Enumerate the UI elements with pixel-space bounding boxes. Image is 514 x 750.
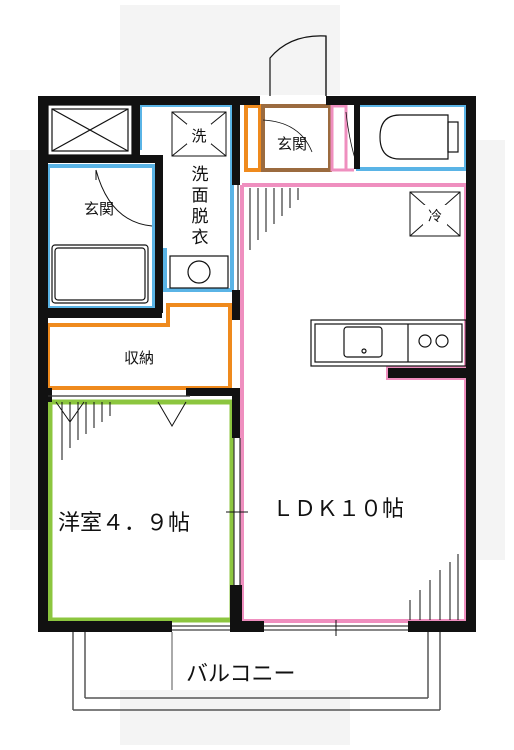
background-shading bbox=[10, 5, 505, 745]
outer-walls bbox=[38, 96, 476, 632]
bath-door-arc bbox=[95, 169, 153, 227]
corridor-zone-1 bbox=[330, 104, 348, 172]
ldk-door-marks bbox=[249, 188, 299, 250]
western-room-zone bbox=[47, 399, 235, 623]
fridge-label: 冷 bbox=[428, 209, 442, 225]
toilet bbox=[379, 114, 459, 160]
entrance-door-arc bbox=[269, 35, 327, 96]
bathroom-zone bbox=[46, 164, 156, 310]
washer-label: 洗 bbox=[191, 127, 206, 145]
washroom-label-1: 洗 bbox=[192, 165, 209, 185]
western-room-door-marks bbox=[55, 401, 187, 460]
washroom-label-2: 面 bbox=[192, 186, 209, 206]
closet-x bbox=[47, 104, 133, 156]
storage-label: 収納 bbox=[124, 349, 154, 367]
entrance-zone bbox=[261, 104, 332, 172]
washbasin bbox=[169, 255, 229, 289]
toilet-door-arc bbox=[345, 111, 357, 163]
kitchen-counter bbox=[310, 319, 467, 367]
balcony-window-marks bbox=[172, 554, 459, 636]
bathtub bbox=[51, 244, 149, 304]
shoe-box-zone bbox=[244, 104, 262, 172]
entrance-inner-door-arc bbox=[262, 119, 313, 153]
bath-entrance-label: 玄関 bbox=[84, 200, 114, 218]
washroom-label-3: 脱 bbox=[192, 207, 209, 227]
balcony-label: バルコニー bbox=[186, 662, 296, 687]
balcony bbox=[72, 630, 441, 711]
interior-walls bbox=[38, 105, 466, 621]
washroom-label-4: 衣 bbox=[192, 228, 209, 248]
ldk-label: ＬＤＫ１０帖 bbox=[272, 497, 404, 522]
western-room-label: 洋室４．９帖 bbox=[58, 511, 190, 536]
ldk-zone bbox=[240, 183, 468, 623]
entrance-label: 玄関 bbox=[277, 135, 307, 153]
